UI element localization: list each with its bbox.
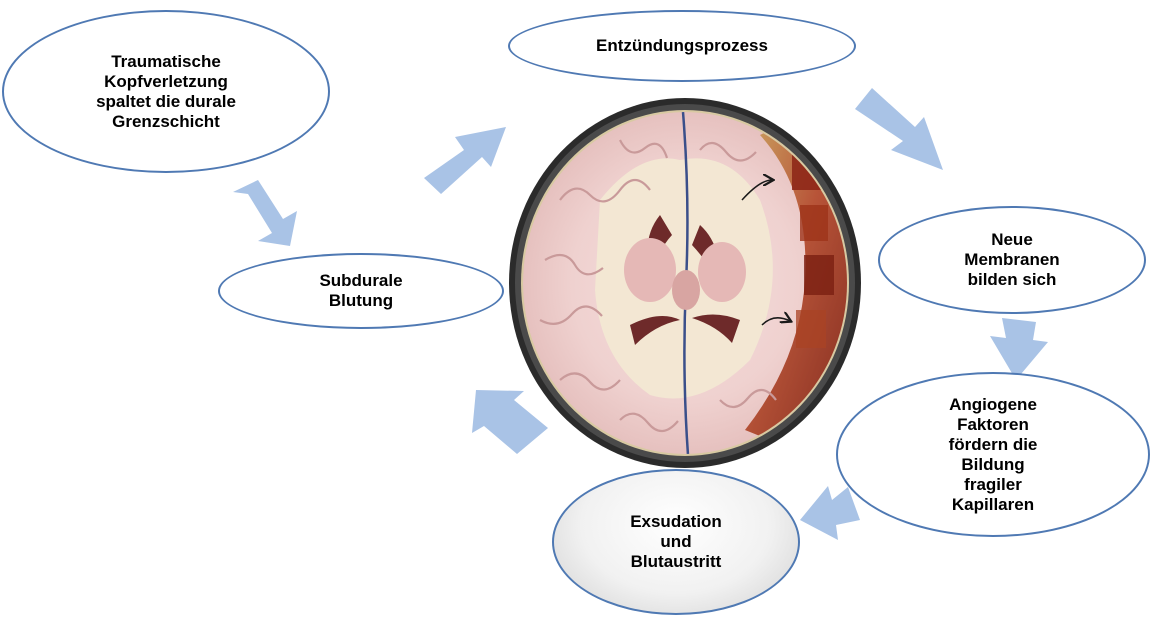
node-angiogenic-label: Angiogene Faktoren fördern die Bildung f… (949, 395, 1038, 515)
node-trauma-label: Traumatische Kopfverletzung spaltet die … (96, 52, 236, 132)
node-angiogenic: Angiogene Faktoren fördern die Bildung f… (836, 372, 1150, 537)
node-trauma: Traumatische Kopfverletzung spaltet die … (2, 10, 330, 173)
flow-arrow-inflammation-to-membranes (855, 88, 943, 170)
flow-arrow-membranes-to-angiogenic (990, 318, 1048, 380)
flow-arrow-exudation-to-subdural (472, 390, 548, 454)
brain-cross-section-illustration (509, 98, 861, 468)
flow-arrow-subdural-to-inflammation (424, 127, 506, 194)
node-membranes-label: Neue Membranen bilden sich (964, 230, 1059, 290)
node-inflammation-label: Entzündungsprozess (596, 36, 768, 56)
node-subdural-label: Subdurale Blutung (319, 271, 402, 311)
node-exudation: Exsudation und Blutaustritt (552, 469, 800, 615)
node-membranes: Neue Membranen bilden sich (878, 206, 1146, 314)
flow-arrow-angiogenic-to-exudation (800, 486, 860, 540)
node-subdural: Subdurale Blutung (218, 253, 504, 329)
node-inflammation: Entzündungsprozess (508, 10, 856, 82)
node-exudation-label: Exsudation und Blutaustritt (630, 512, 722, 572)
flow-arrow-trauma-to-subdural (233, 180, 297, 246)
